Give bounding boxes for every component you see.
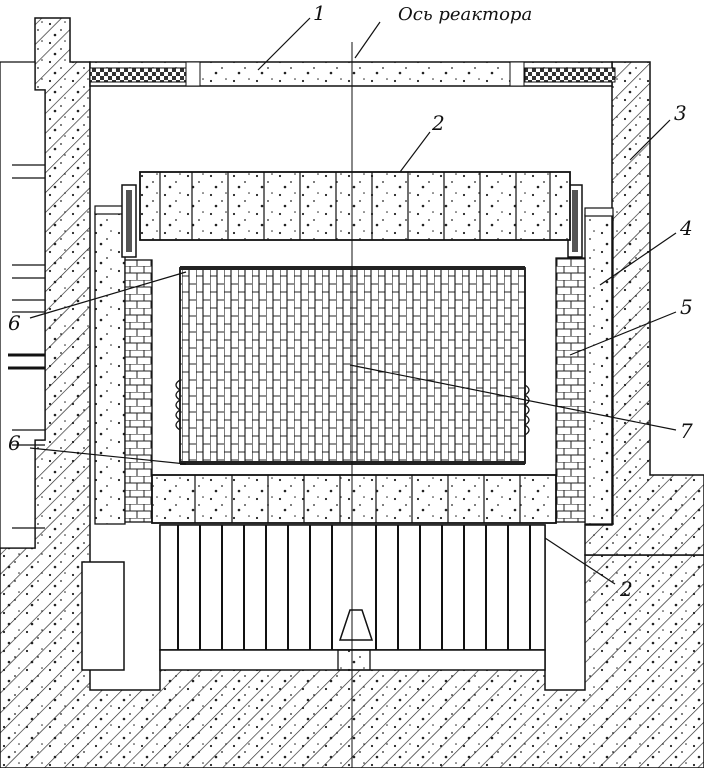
upper-shield: [139, 171, 571, 241]
callout-2-top: 2: [431, 111, 445, 135]
top-slab: [89, 61, 616, 87]
callout-3: 3: [674, 101, 687, 125]
callout-6-upper: 6: [8, 311, 21, 335]
callout-5: 5: [680, 295, 693, 319]
door-opening: [81, 561, 125, 671]
callout-1: 1: [313, 1, 326, 25]
diagram-labels: Ось реактора 1 2 3 4 5 6 7 6 2: [8, 1, 693, 601]
side-brick-walls: [121, 184, 586, 523]
inner-concrete-lining: [94, 205, 614, 525]
axis-title: Ось реактора: [398, 4, 532, 25]
lower-shield: [151, 474, 557, 524]
callout-7: 7: [680, 419, 693, 443]
callout-2-bottom: 2: [619, 577, 633, 601]
callout-4: 4: [679, 216, 693, 240]
leader-lines: [29, 17, 677, 585]
callout-6-lower: 6: [8, 431, 21, 455]
